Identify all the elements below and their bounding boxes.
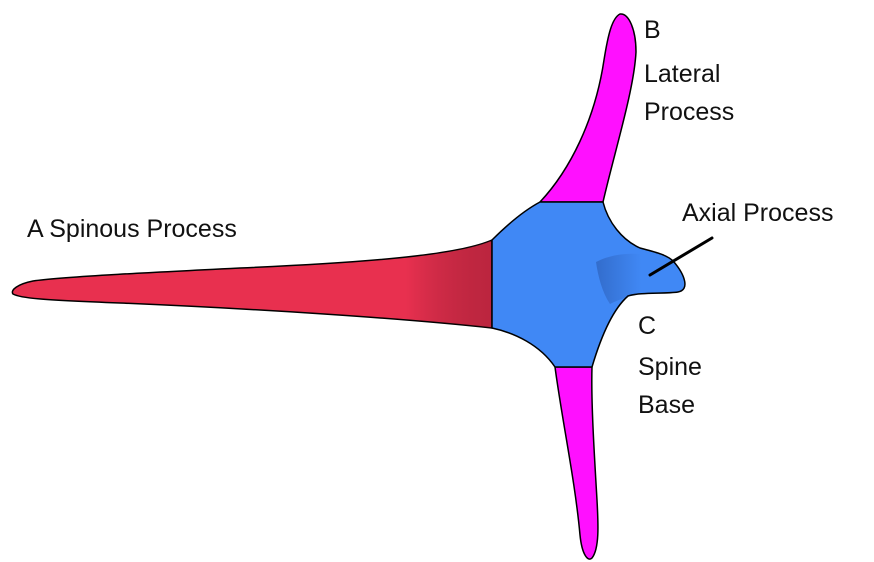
- spine-base-label-line1: Spine: [638, 353, 702, 381]
- base-letter-label: C: [638, 312, 656, 340]
- lateral-process-label-line1: Lateral: [644, 60, 720, 88]
- spinous-process-label: A Spinous Process: [27, 215, 237, 243]
- spine-base-label-line2: Base: [638, 391, 695, 419]
- axial-process-label: Axial Process: [682, 199, 833, 227]
- axial-shading: [596, 254, 672, 304]
- lateral-process-upper-shape: [540, 14, 636, 202]
- lateral-process-lower-shape: [555, 367, 598, 559]
- spinous-shading: [12, 240, 492, 328]
- lateral-letter-label: B: [644, 16, 661, 44]
- lateral-process-label-line2: Process: [644, 98, 734, 126]
